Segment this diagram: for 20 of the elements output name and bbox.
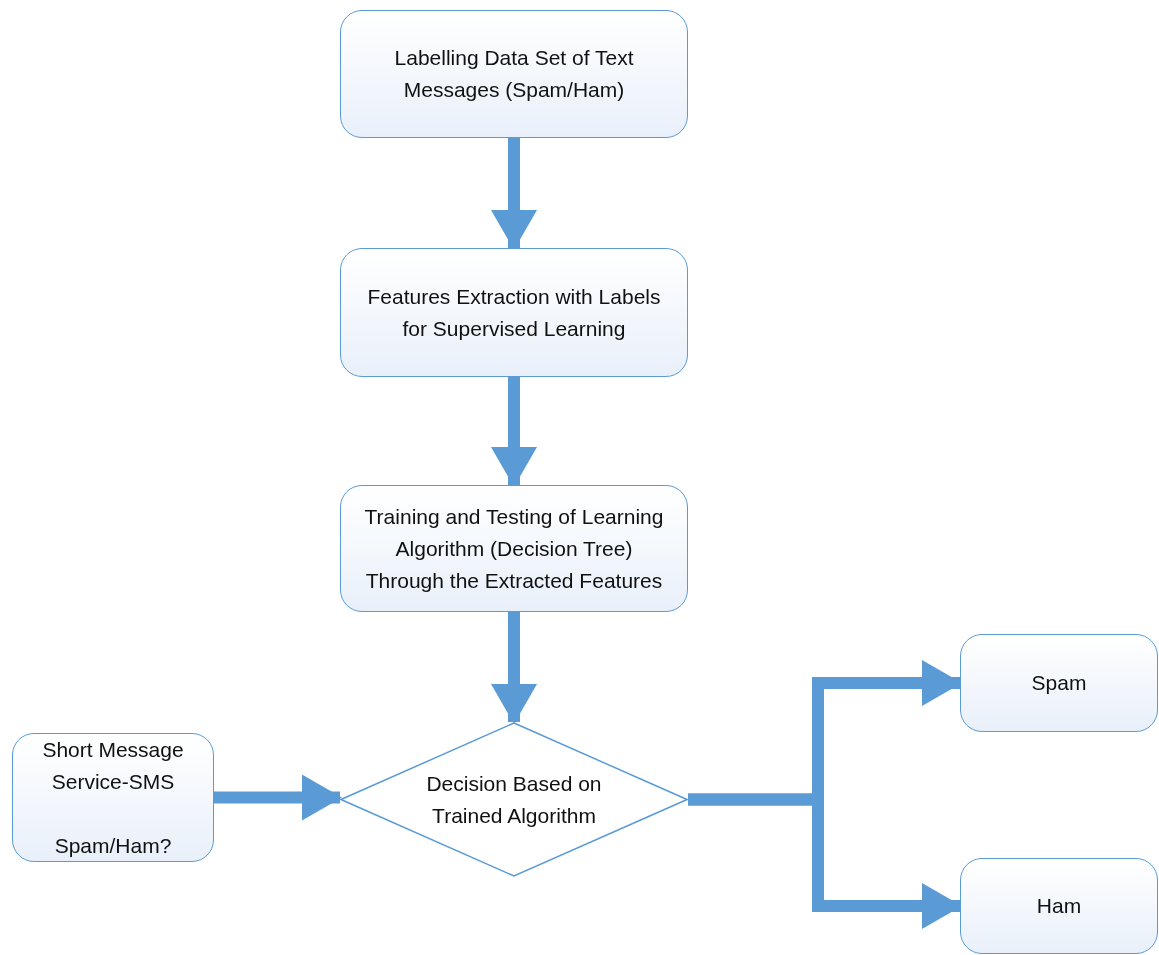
process-box: [340, 485, 688, 612]
node-text: Labelling Data Set of Text Messages (Spam/Ham): [393, 45, 635, 103]
process-box: [340, 248, 688, 377]
arrow: [214, 774, 342, 821]
decision-diamond: [340, 722, 688, 877]
node-text: Decision Based on Trained Algorithm: [425, 770, 603, 829]
arrow: [688, 793, 962, 929]
node-text: Ham: [1036, 893, 1082, 919]
process-box: [960, 634, 1158, 732]
process-box: [12, 733, 214, 862]
arrow: [491, 612, 537, 724]
process-box: [340, 10, 688, 138]
node-text: Spam/Ham?: [54, 832, 172, 859]
arrow: [491, 138, 537, 250]
arrow: [491, 377, 537, 487]
node-text: Short Message Service-SMS: [41, 736, 185, 795]
node-text: Spam: [1031, 670, 1087, 696]
process-box: [960, 858, 1158, 954]
node-text: Features Extraction with Labels for Supervised Learning: [366, 283, 662, 342]
node-text: Training and Testing of Learning Algorithm (Decision Tree) Through the Extracted Features: [363, 503, 665, 594]
